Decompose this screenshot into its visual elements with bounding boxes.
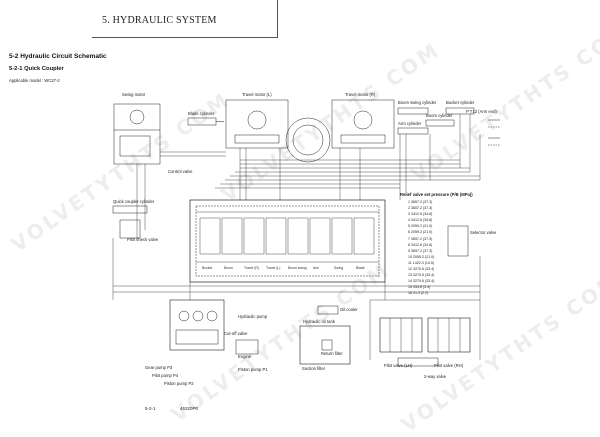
arm-cylinder-label: Arm cylinder [398,121,422,126]
piston-pump-p1-label: Piston pump P1 [238,367,268,372]
section-label: Bucket [202,266,213,270]
section-label: Travel (L) [266,266,281,270]
hydraulic-schematic [112,99,500,367]
gear-pump-p3-label: Gear pump P3 [145,365,173,370]
chapter-header-box [92,0,278,38]
section-label: Boom swing [288,266,307,270]
relief-valve-title: Relief valve set pressure (P/B (MPa)) [400,192,473,197]
relief-setting-row: 1 3657.2 (37.3) [408,200,433,204]
applicable-model: Applicable model : WC27-2 [9,78,60,83]
selector-valve-label: Selector valve [470,230,497,235]
pump-group [169,299,225,351]
relief-setting-row: 16 21.3 (2.2) [408,291,429,296]
p-t12-label: P T12 (Arm end) [466,109,497,114]
control-valve-block [189,199,386,283]
relief-setting-row: 7 3657.2 (37.3) [408,236,433,241]
oil-cooler [317,305,339,315]
relief-setting-row: 9 3657.2 (37.3) [408,248,433,253]
suction-filter-label: Suction filter [302,366,326,371]
relief-setting-row: 15 333.8 (3.4) [408,285,431,290]
relief-setting-row: 3 3412.6 (34.8) [408,212,433,217]
piston-pump-p2-label: Piston pump P2 [164,381,194,386]
section-label: Boom [224,266,233,270]
swing-motor-block [113,103,161,165]
travel-motor-r-block [331,99,395,149]
relief-setting-row: 14 3270.6 (33.4) [408,279,435,284]
chapter-title: 5. HYDRAULIC SYSTEM [102,15,217,26]
boom-swing-cylinder-label: Boom swing cylinder [398,100,437,105]
relief-setting-row: 8 3412.6 (34.8) [408,242,433,247]
relief-setting-row: 11 1422.0 (14.5) [408,260,435,265]
relief-setting-row: 2 3657.2 (37.3) [408,206,433,211]
return-filter-label: Return filter [321,351,343,356]
engine-label: Engine [238,354,252,359]
pilot-check-valve-label: Pilot check valve [127,237,159,242]
section-label: Swing [334,266,344,270]
boom-cylinder-label: Boom cylinder [426,113,453,118]
quick-coupler-cylinder [112,205,148,214]
pilot-pump-p4-label: Pilot pump P4 [152,373,179,378]
travel-motor-l-label: Travel motor (L) [242,92,272,97]
relief-setting-row: 4 3412.6 (34.8) [408,218,433,223]
cut-off-valve-label: Cut-off valve [224,331,248,336]
section-label: Travel (R) [244,266,259,270]
two-way-valve-label: 2-way valve [424,374,447,379]
engine-box [235,339,259,355]
relief-setting-row: 13 3270.6 (33.4) [408,273,435,278]
doc-code: 46320P0 [180,406,199,411]
section-subtitle: 5-2-1 Quick Coupler [9,66,64,72]
hydraulic-oil-tank-label: Hydraulic oil tank [303,319,335,324]
selector-valve [447,225,469,257]
relief-setting-row: 6 2059.2 (21.0) [408,230,433,235]
section-label: Blade [356,266,365,270]
section-title: 5-2 Hydraulic Circuit Schematic [9,53,107,60]
relief-settings-list: 1 3657.2 (37.3) 2 3657.2 (37.3) 3 3412.6… [408,199,434,297]
relief-setting-row: 10 2059.2 (21.0) [408,254,435,259]
hydraulic-oil-tank [299,325,351,365]
control-valve-label: Control valve [168,169,193,174]
quick-coupler-cylinder-label: Quick coupler cylinder [113,199,155,204]
pilot-check-valve [119,219,141,239]
page-number: 5-2-1 [145,406,156,411]
two-way-valve [397,357,439,367]
travel-motor-r-label: Travel motor (R) [345,92,376,97]
arm-cylinder [397,127,429,135]
pilot-valve-rh-label: Pilot valve (RH) [434,363,464,368]
bucket-cylinder-label: Bucket cylinder [446,100,475,105]
swing-motor-label: Swing motor [122,92,146,97]
rotary-joint [285,117,331,163]
relief-setting-row: 12 3270.6 (33.4) [408,267,435,272]
travel-motor-l-block [225,99,289,149]
relief-setting-row: 5 2059.2 (21.0) [408,224,433,229]
blade-cylinder [187,117,217,126]
boom-cylinder [425,119,455,127]
hydraulic-pump-label: Hydraulic pump [238,314,268,319]
blade-cylinder-label: Blade cylinder [188,111,215,116]
pilot-valve-lh-label: Pilot valve (LH) [384,363,413,368]
boom-swing-cylinder [397,107,429,115]
section-label: Arm [313,266,320,270]
oil-cooler-label: Oil cooler [340,307,358,312]
